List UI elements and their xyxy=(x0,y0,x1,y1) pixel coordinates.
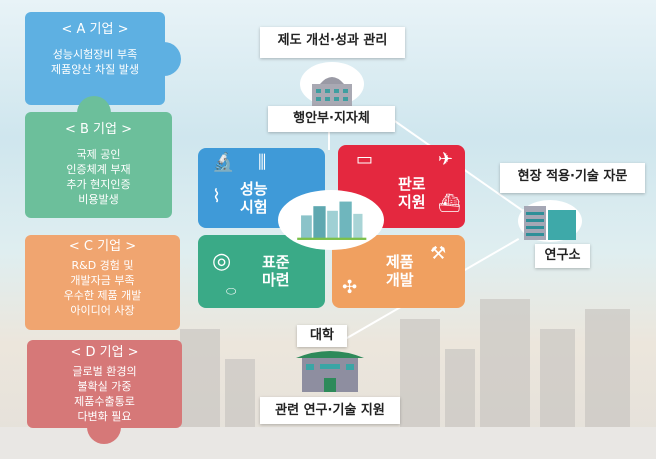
company-issue: 글로벌 환경의 xyxy=(72,365,137,378)
company-title: < A 기업 > xyxy=(61,22,129,37)
company-title: < D 기업 > xyxy=(70,345,139,360)
company-title: < C 기업 > xyxy=(68,239,137,254)
university-building-icon xyxy=(292,350,368,394)
tile-label: 마련 xyxy=(262,271,290,289)
tile-label: 개발 xyxy=(386,271,414,289)
tile-label: 지원 xyxy=(398,193,426,211)
drone-icon: ✣ xyxy=(342,277,358,298)
company-issue: 추가 현지인증 xyxy=(66,178,131,191)
tool-icon: ⚒ xyxy=(430,243,447,264)
company-card-d: < D 기업 > 글로벌 환경의 불확실 가중 제품수출통로 다변화 필요 xyxy=(27,340,182,444)
microscope-icon: 🔬 xyxy=(212,152,235,173)
univ-caption: 관련 연구·기술 지원 xyxy=(260,397,400,424)
tile-label: 시험 xyxy=(240,198,268,216)
company-card-a: < A 기업 > 성능시험장비 부족 제품양산 차질 발생 xyxy=(25,12,181,105)
company-issue: 제품양산 차질 발생 xyxy=(51,63,139,76)
government-building-icon xyxy=(300,62,364,106)
certification-seal-icon: ◎ xyxy=(212,249,232,274)
company-issue: R&D 경험 및 xyxy=(71,259,134,272)
money-icon: ▭ xyxy=(356,149,374,170)
company-issue: 국제 공인 xyxy=(76,148,121,161)
background-building xyxy=(400,319,440,429)
background-building xyxy=(540,329,575,429)
lab-name: 연구소 xyxy=(535,244,590,268)
center-city-circle xyxy=(278,190,384,250)
company-issue: 불확실 가중 xyxy=(77,380,132,393)
gov-name: 행안부·지자체 xyxy=(268,106,395,132)
tile-label: 제품 xyxy=(386,253,414,271)
background-building xyxy=(225,359,255,429)
background-building xyxy=(180,329,220,429)
gov-caption: 제도 개선·성과 관리 xyxy=(260,27,405,58)
background-building xyxy=(445,349,475,429)
company-issue: 우수한 제품 개발 xyxy=(63,289,142,302)
tile-label: 판로 xyxy=(398,175,426,193)
lab-caption: 현장 적용·기술 자문 xyxy=(500,163,645,193)
logo-badge-icon: ⬭ xyxy=(226,284,237,298)
background-building xyxy=(585,309,630,429)
research-lab-building-icon xyxy=(518,200,582,242)
test-tubes-icon: ⫼ xyxy=(258,152,267,173)
company-card-c: < C 기업 > R&D 경험 및 개발자금 부족 우수한 제품 개발 아이디어… xyxy=(25,235,180,330)
tile-label: 표준 xyxy=(262,253,290,271)
connector-line xyxy=(328,130,330,150)
company-issue: 다변화 필요 xyxy=(77,410,132,423)
ship-icon: ⛴ xyxy=(438,193,461,214)
company-card-b: < B 기업 > 국제 공인 인증체계 부재 추가 현지인증 비용발생 xyxy=(25,96,172,218)
airplane-icon: ✈ xyxy=(438,149,454,170)
company-issue: 성능시험장비 부족 xyxy=(52,48,138,61)
city-buildings-icon xyxy=(297,201,367,240)
company-issue: 개발자금 부족 xyxy=(70,274,135,287)
tile-label: 성능 xyxy=(240,180,268,198)
dna-icon: ⌇ xyxy=(212,186,221,207)
univ-name: 대학 xyxy=(297,325,347,347)
company-issue: 아이디어 사장 xyxy=(70,304,135,317)
company-issue: 제품수출통로 xyxy=(74,395,135,408)
company-issue: 인증체계 부재 xyxy=(66,163,131,176)
company-title: < B 기업 > xyxy=(64,122,133,137)
background-building xyxy=(480,299,530,429)
company-issue: 비용발생 xyxy=(78,193,119,206)
